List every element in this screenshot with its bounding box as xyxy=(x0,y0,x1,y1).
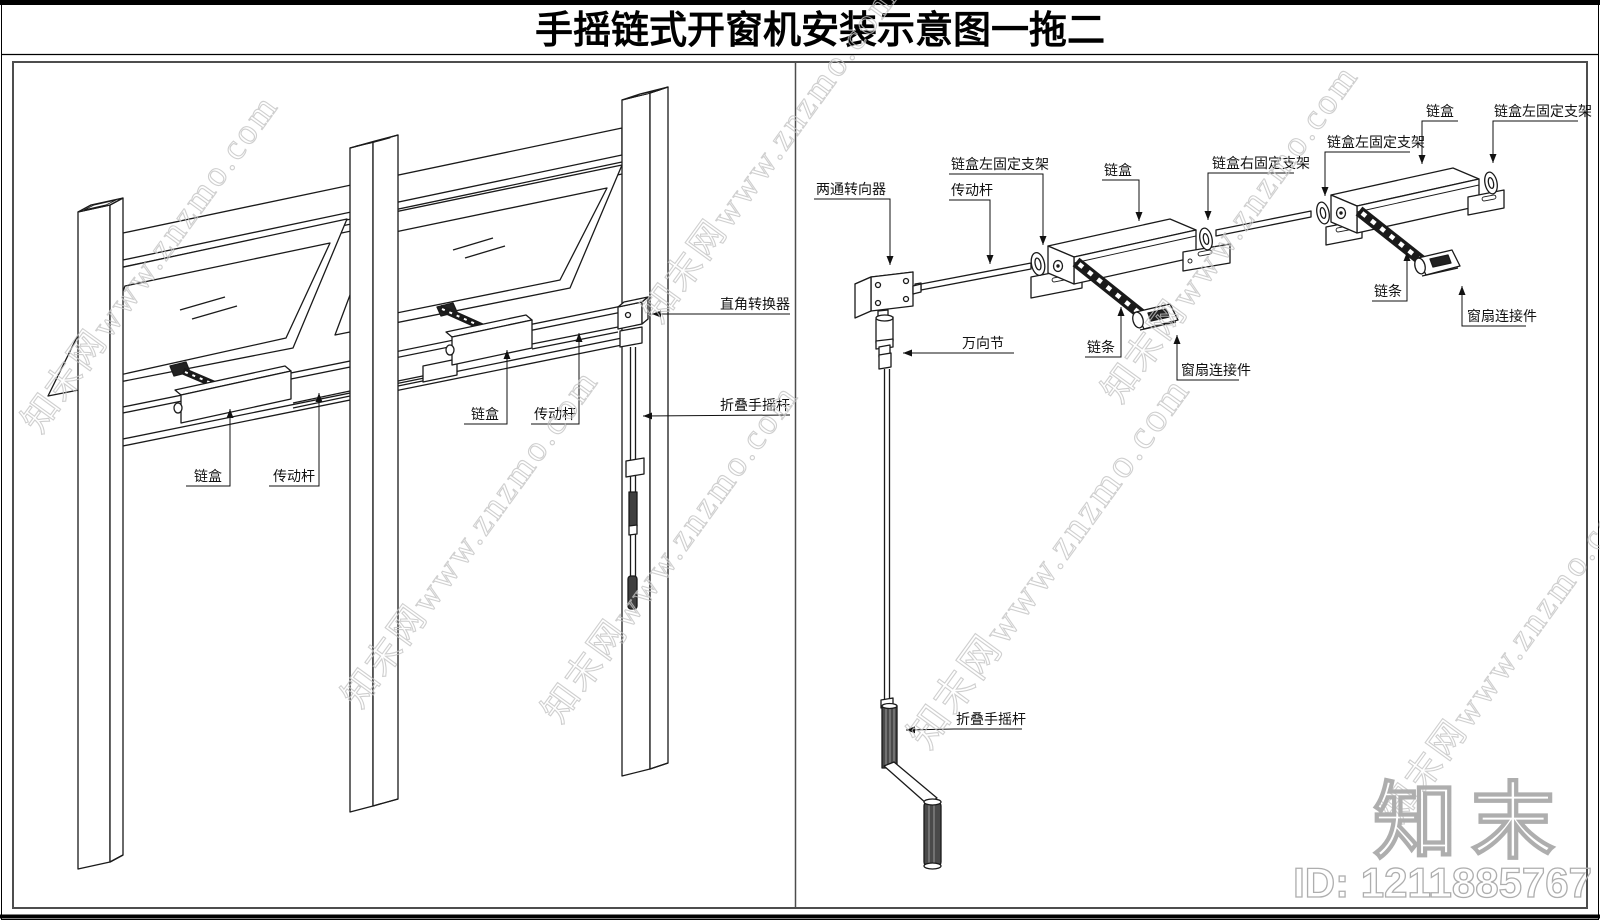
post-middle xyxy=(349,134,399,813)
label-universal-joint: 万向节 xyxy=(962,336,1004,352)
chain-box-left-bracket-3 xyxy=(1467,171,1505,216)
drive-rod-right-window xyxy=(397,326,619,387)
right-panel xyxy=(854,167,1505,870)
folding-crank xyxy=(881,702,942,870)
left-chain-actuator xyxy=(169,361,292,424)
label-folding-crank-right: 折叠手摇杆 xyxy=(956,712,1026,728)
label-chain-box-2: 链盒 xyxy=(1426,103,1454,120)
sash-connector-2 xyxy=(1414,249,1461,277)
rod-coupling xyxy=(422,358,458,383)
crank-arm xyxy=(883,761,938,805)
crank-grip xyxy=(627,575,638,610)
post-right xyxy=(621,86,669,777)
chain-2 xyxy=(1355,206,1430,269)
crank-handle xyxy=(923,801,942,867)
label-left-bracket-3: 链盒左固定支架 xyxy=(1494,103,1592,120)
drawing-frame xyxy=(12,61,1588,909)
label-sash-connector-2: 窗扇连接件 xyxy=(1467,308,1537,325)
chain xyxy=(184,371,236,394)
chain-box xyxy=(451,319,533,366)
brand-id: ID: 1211885767 xyxy=(1293,859,1592,906)
label-chain-box-1: 链盒 xyxy=(1104,162,1132,179)
chain-box xyxy=(180,370,292,424)
label-drive-rod-left: 传动杆 xyxy=(273,469,315,485)
label-drive-rod-right: 传动杆 xyxy=(534,407,576,423)
label-right-bracket: 链盒右固定支架 xyxy=(1212,155,1310,172)
drive-rod-2 xyxy=(1215,210,1312,237)
chain-box-right-bracket xyxy=(1182,227,1231,272)
chain-box-2 xyxy=(1330,167,1480,234)
label-chain-box-left: 链盒 xyxy=(194,468,222,485)
right-chain-actuator xyxy=(436,302,533,366)
sash-connector-1 xyxy=(1132,303,1179,331)
universal-joint xyxy=(875,314,894,370)
chain-box-1 xyxy=(1047,218,1197,285)
post-left xyxy=(77,197,124,870)
label-folding-crank-left: 折叠手摇杆 xyxy=(720,398,790,414)
brand-logo: 知末 xyxy=(1373,775,1569,869)
folding-crank-rod xyxy=(619,326,645,610)
page-title: 手摇链式开窗机安装示意图一拖二 xyxy=(535,10,1105,52)
label-two-way-diverter: 两通转向器 xyxy=(816,182,886,198)
label-chain-2: 链条 xyxy=(1374,283,1402,300)
label-right-angle-converter: 直角转换器 xyxy=(720,296,790,313)
chain-1 xyxy=(1072,257,1150,323)
left-panel xyxy=(47,86,669,870)
label-sash-connector-1: 窗扇连接件 xyxy=(1181,362,1251,379)
label-left-bracket-1: 链盒左固定支架 xyxy=(951,156,1049,173)
leader-lines xyxy=(186,120,1578,734)
label-chain-1: 链条 xyxy=(1087,339,1115,356)
right-angle-converter xyxy=(617,296,649,330)
crank-clamp xyxy=(625,457,645,478)
label-left-bracket-2: 链盒左固定支架 xyxy=(1327,134,1425,151)
labels: 链盒 传动杆 链盒 传动杆 直角转换器 折叠手摇杆 两通转向器 链盒左固定支架 … xyxy=(194,103,1592,728)
label-chain-box-right: 链盒 xyxy=(471,406,499,423)
label-drive-rod: 传动杆 xyxy=(951,183,993,199)
brand-watermark: 知末 ID: 1211885767 xyxy=(1292,774,1592,906)
